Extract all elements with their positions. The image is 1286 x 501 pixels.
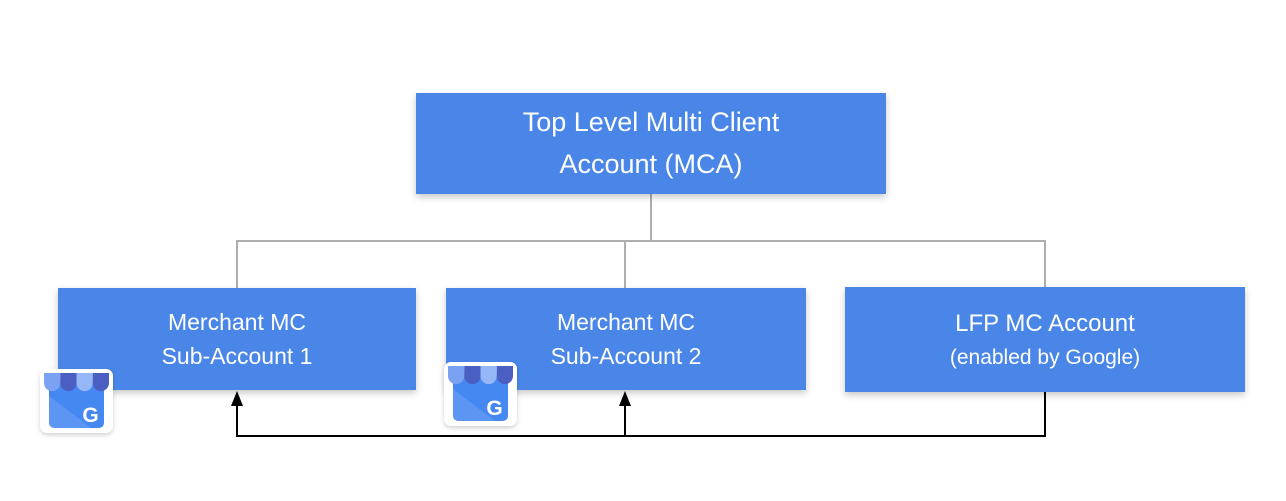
google-g-letter: G (486, 397, 502, 420)
connector-horizontal-rail (236, 240, 1046, 242)
feed-horizontal-rail (236, 435, 1046, 437)
storefront-body (453, 376, 508, 421)
node-label-line: Sub-Account 1 (161, 343, 313, 369)
google-g-letter: G (82, 404, 98, 427)
feed-stem-sub1 (236, 403, 238, 437)
node-merchant-sub-account-1: Merchant MC Sub-Account 1 (58, 288, 416, 390)
node-label-line: Account (MCA) (559, 148, 743, 179)
arrowhead-into-sub1 (231, 391, 243, 406)
storefront-fold (453, 389, 495, 421)
google-business-storefront-icon: G (40, 369, 113, 433)
lfp-feed-vertical (1044, 392, 1046, 437)
node-lfp-mc-account: LFP MC Account (enabled by Google) (845, 287, 1245, 392)
node-label-line: LFP MC Account (955, 310, 1135, 338)
feed-stem-sub2 (624, 403, 626, 437)
google-business-storefront-icon: G (444, 362, 517, 426)
node-top-mca: Top Level Multi Client Account (MCA) (416, 93, 886, 194)
storefront-awning (448, 366, 513, 385)
connector-drop-sub1 (236, 240, 238, 288)
arrowhead-into-sub2 (619, 391, 631, 406)
node-label-line: Top Level Multi Client (522, 107, 780, 138)
storefront-fold (49, 396, 91, 428)
node-label-line: Merchant MC (167, 308, 307, 335)
storefront-awning (44, 373, 109, 392)
connector-drop-sub2 (624, 240, 626, 288)
node-label-line: Sub-Account 2 (550, 343, 702, 369)
node-label-line: Merchant MC (556, 308, 696, 335)
connector-drop-lfp (1044, 240, 1046, 287)
connector-top-vertical (650, 194, 652, 242)
storefront-body (49, 383, 104, 428)
node-label-line: (enabled by Google) (949, 345, 1141, 369)
